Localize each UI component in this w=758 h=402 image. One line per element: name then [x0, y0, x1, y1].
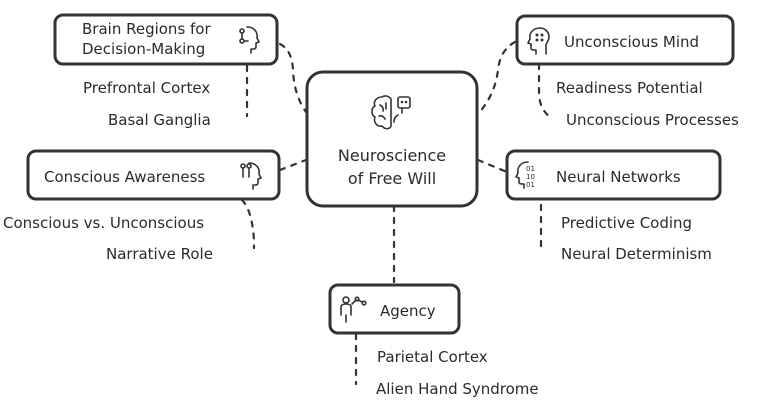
branch-agency-title: Agency — [380, 302, 436, 320]
person-network-icon — [340, 296, 367, 323]
branch-conscious-awareness[interactable]: Conscious Awareness — [26, 149, 281, 201]
branch-brain-regions-title-line1: Brain Regions for — [82, 20, 211, 38]
child-alien-hand-syndrome: Alien Hand Syndrome — [376, 380, 539, 398]
child-unconscious-processes: Unconscious Processes — [566, 111, 739, 129]
branch-brain-regions[interactable]: Brain Regions for Decision-Making — [53, 13, 279, 66]
branch-brain-regions-title-line2: Decision-Making — [82, 40, 205, 58]
branch-unconscious-mind-title: Unconscious Mind — [564, 33, 699, 51]
svg-text:01: 01 — [526, 181, 535, 189]
svg-text:10: 10 — [526, 173, 535, 181]
child-neural-determinism: Neural Determinism — [561, 245, 712, 263]
connector-brain-regions — [278, 42, 308, 114]
child-readiness-potential: Readiness Potential — [556, 79, 703, 97]
head-nodes-icon — [240, 162, 262, 190]
center-title-line2: of Free Will — [348, 169, 436, 188]
svg-text:01: 01 — [526, 165, 535, 173]
branch-conscious-awareness-title: Conscious Awareness — [44, 168, 205, 186]
child-prefrontal-cortex: Prefrontal Cortex — [83, 79, 210, 97]
connectors — [240, 40, 554, 386]
connector-neural-networks — [476, 158, 509, 174]
head-binary-icon: 01 10 01 — [515, 161, 535, 189]
head-dots-icon — [527, 27, 550, 55]
branch-neural-networks-title: Neural Networks — [556, 168, 681, 186]
connector-conscious-children — [240, 198, 256, 250]
center-title-line1: Neuroscience — [338, 146, 446, 165]
branch-unconscious-mind[interactable]: Unconscious Mind — [515, 14, 735, 66]
connector-unconscious-children — [537, 62, 554, 120]
child-predictive-coding: Predictive Coding — [561, 214, 692, 232]
brain-robot-icon — [371, 95, 411, 130]
branch-neural-networks[interactable]: 01 10 01 Neural Networks — [505, 149, 722, 201]
connector-unconscious-mind — [476, 40, 517, 116]
child-parietal-cortex: Parietal Cortex — [377, 348, 488, 366]
center-node[interactable]: Neuroscience of Free Will — [305, 70, 479, 208]
branch-agency[interactable]: Agency — [328, 283, 461, 335]
child-narrative-role: Narrative Role — [106, 245, 213, 263]
child-conscious-vs-unconscious: Conscious vs. Unconscious — [3, 214, 204, 232]
child-basal-ganglia: Basal Ganglia — [108, 111, 211, 129]
connector-conscious-awareness — [278, 158, 308, 172]
head-nodes-icon — [239, 26, 260, 54]
